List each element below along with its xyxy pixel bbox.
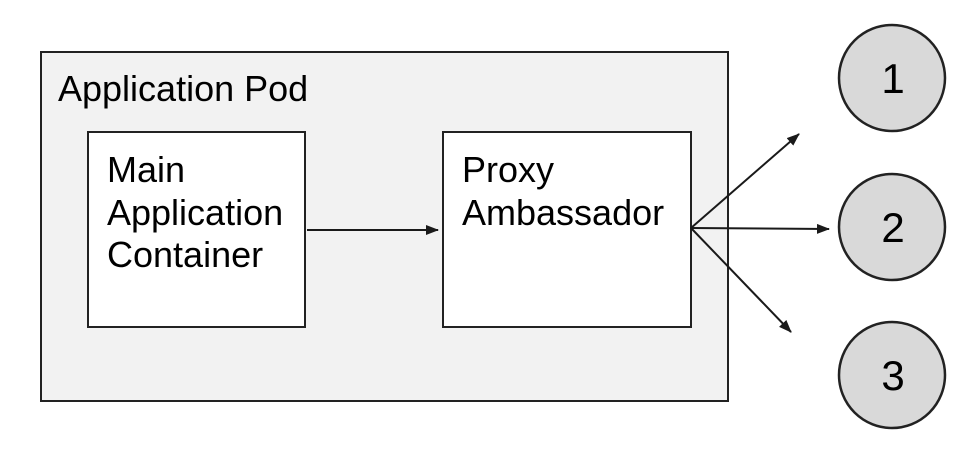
label-line: Main [107,149,185,190]
endpoint-3-label: 3 [881,352,904,399]
main-application-container-label: Main Application Container [107,149,293,275]
main-application-container-box [87,131,306,328]
endpoint-3-circle [837,320,947,430]
proxy-ambassador-label: Proxy Ambassador [462,149,664,233]
arrow-proxy-to-endpoint-2 [690,223,830,234]
arrow-proxy-to-endpoint-3 [690,227,792,333]
label-line: Proxy [462,149,554,190]
label-line: Container [107,234,263,275]
label-line: Application [107,192,283,233]
endpoint-1-circle [837,23,947,133]
endpoint-1-label: 1 [881,55,904,102]
application-pod-label: Application Pod [58,68,308,109]
arrow-proxy-to-endpoint-1 [690,133,800,229]
endpoint-2-label: 2 [881,204,904,251]
endpoint-2-circle [837,172,947,282]
proxy-ambassador-box [442,131,692,328]
label-line: Ambassador [462,192,664,233]
